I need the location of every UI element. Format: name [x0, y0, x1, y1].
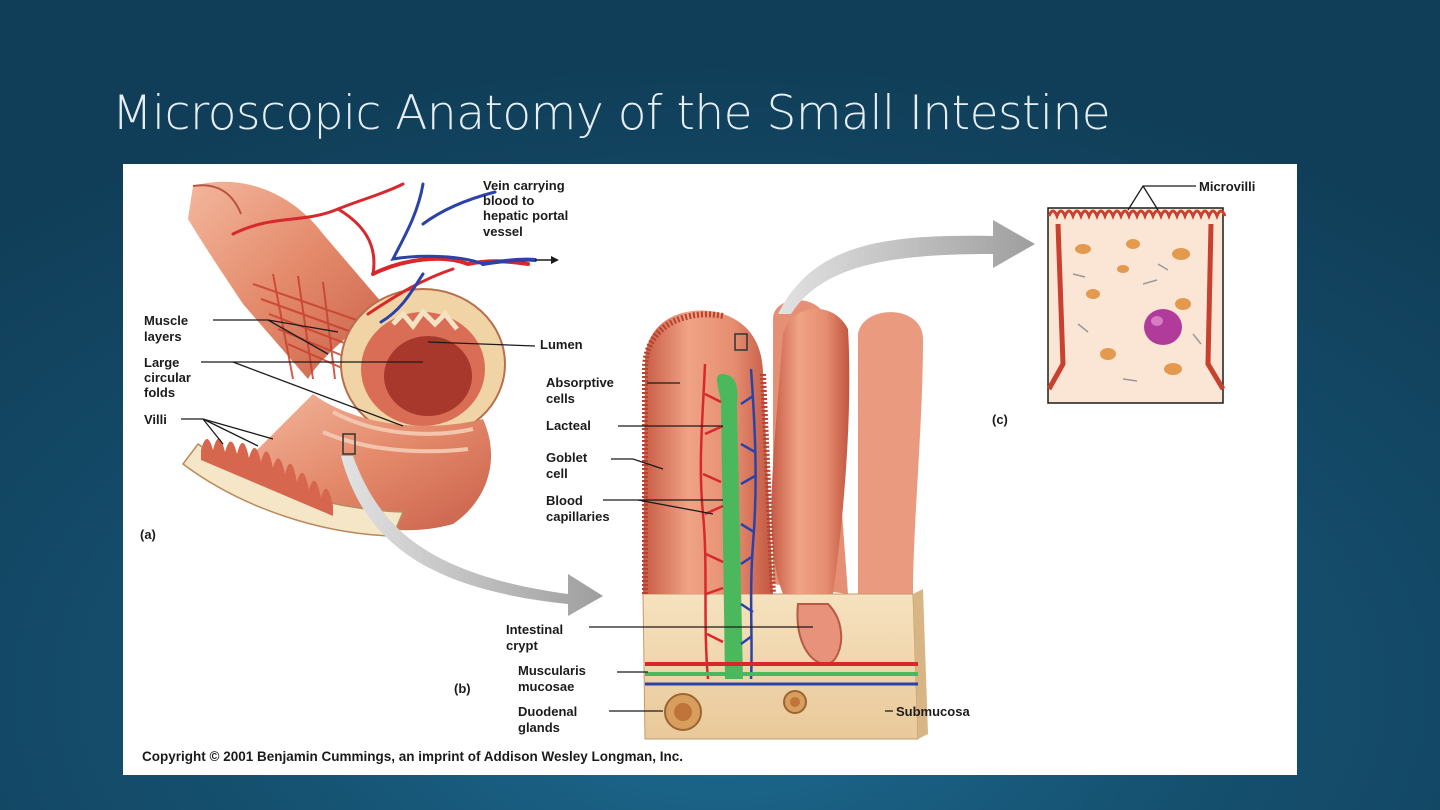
label-submucosa: Submucosa	[896, 704, 970, 719]
svg-text:vessel: vessel	[483, 224, 523, 239]
svg-text:layers: layers	[144, 329, 182, 344]
svg-text:glands: glands	[518, 720, 560, 735]
svg-text:crypt: crypt	[506, 638, 538, 653]
svg-text:Muscle: Muscle	[144, 313, 188, 328]
svg-text:Goblet: Goblet	[546, 450, 588, 465]
label-muscle-layers: Muscle layers	[144, 313, 188, 344]
label-villi: Villi	[144, 412, 167, 427]
label-lacteal: Lacteal	[546, 418, 591, 433]
svg-text:cell: cell	[546, 466, 568, 481]
panel-c-leader-lines	[1127, 185, 1196, 211]
svg-text:hepatic portal: hepatic portal	[483, 208, 568, 223]
intestine-segment-drawing	[181, 181, 559, 537]
figure-panel: Vein carrying blood to hepatic portal ve…	[123, 164, 1297, 775]
svg-text:folds: folds	[144, 385, 175, 400]
label-intestinal-crypt: Intestinal crypt	[506, 622, 563, 653]
svg-text:Large: Large	[144, 355, 179, 370]
svg-text:capillaries: capillaries	[546, 509, 610, 524]
label-muscularis-mucosae: Muscularis mucosae	[518, 663, 586, 694]
slide-title: Microscopic Anatomy of the Small Intesti…	[112, 86, 1111, 141]
svg-text:cells: cells	[546, 391, 575, 406]
svg-text:mucosae: mucosae	[518, 679, 574, 694]
panel-a-leader-lines	[181, 319, 536, 447]
svg-text:Vein carrying: Vein carrying	[483, 178, 565, 193]
panel-letter-b: (b)	[454, 681, 471, 696]
label-lumen: Lumen	[540, 337, 583, 352]
label-microvilli: Microvilli	[1199, 179, 1255, 194]
label-duodenal-glands: Duodenal glands	[518, 704, 577, 735]
label-absorptive-cells: Absorptive cells	[546, 375, 614, 406]
svg-text:Duodenal: Duodenal	[518, 704, 577, 719]
label-large-circular-folds: Large circular folds	[144, 355, 191, 400]
panel-letter-c: (c)	[992, 412, 1008, 427]
villus-section-drawing	[642, 300, 928, 740]
svg-text:Absorptive: Absorptive	[546, 375, 614, 390]
label-blood-capillaries: Blood capillaries	[546, 493, 610, 524]
arrow-b-to-c	[778, 220, 1035, 314]
panel-letter-a: (a)	[140, 527, 156, 542]
copyright-caption: Copyright © 2001 Benjamin Cummings, an i…	[142, 749, 683, 764]
svg-text:blood to: blood to	[483, 193, 534, 208]
svg-text:Muscularis: Muscularis	[518, 663, 586, 678]
figure-illustration: Vein carrying blood to hepatic portal ve…	[140, 178, 1255, 764]
label-goblet-cell: Goblet cell	[546, 450, 588, 481]
label-vein-carrying-blood: Vein carrying blood to hepatic portal ve…	[483, 178, 568, 239]
arrow-a-to-b	[341, 456, 603, 616]
svg-text:Blood: Blood	[546, 493, 583, 508]
absorptive-cell-drawing	[1046, 207, 1227, 404]
svg-text:Intestinal: Intestinal	[506, 622, 563, 637]
svg-text:circular: circular	[144, 370, 191, 385]
panel-b-leader-lines	[589, 382, 893, 712]
